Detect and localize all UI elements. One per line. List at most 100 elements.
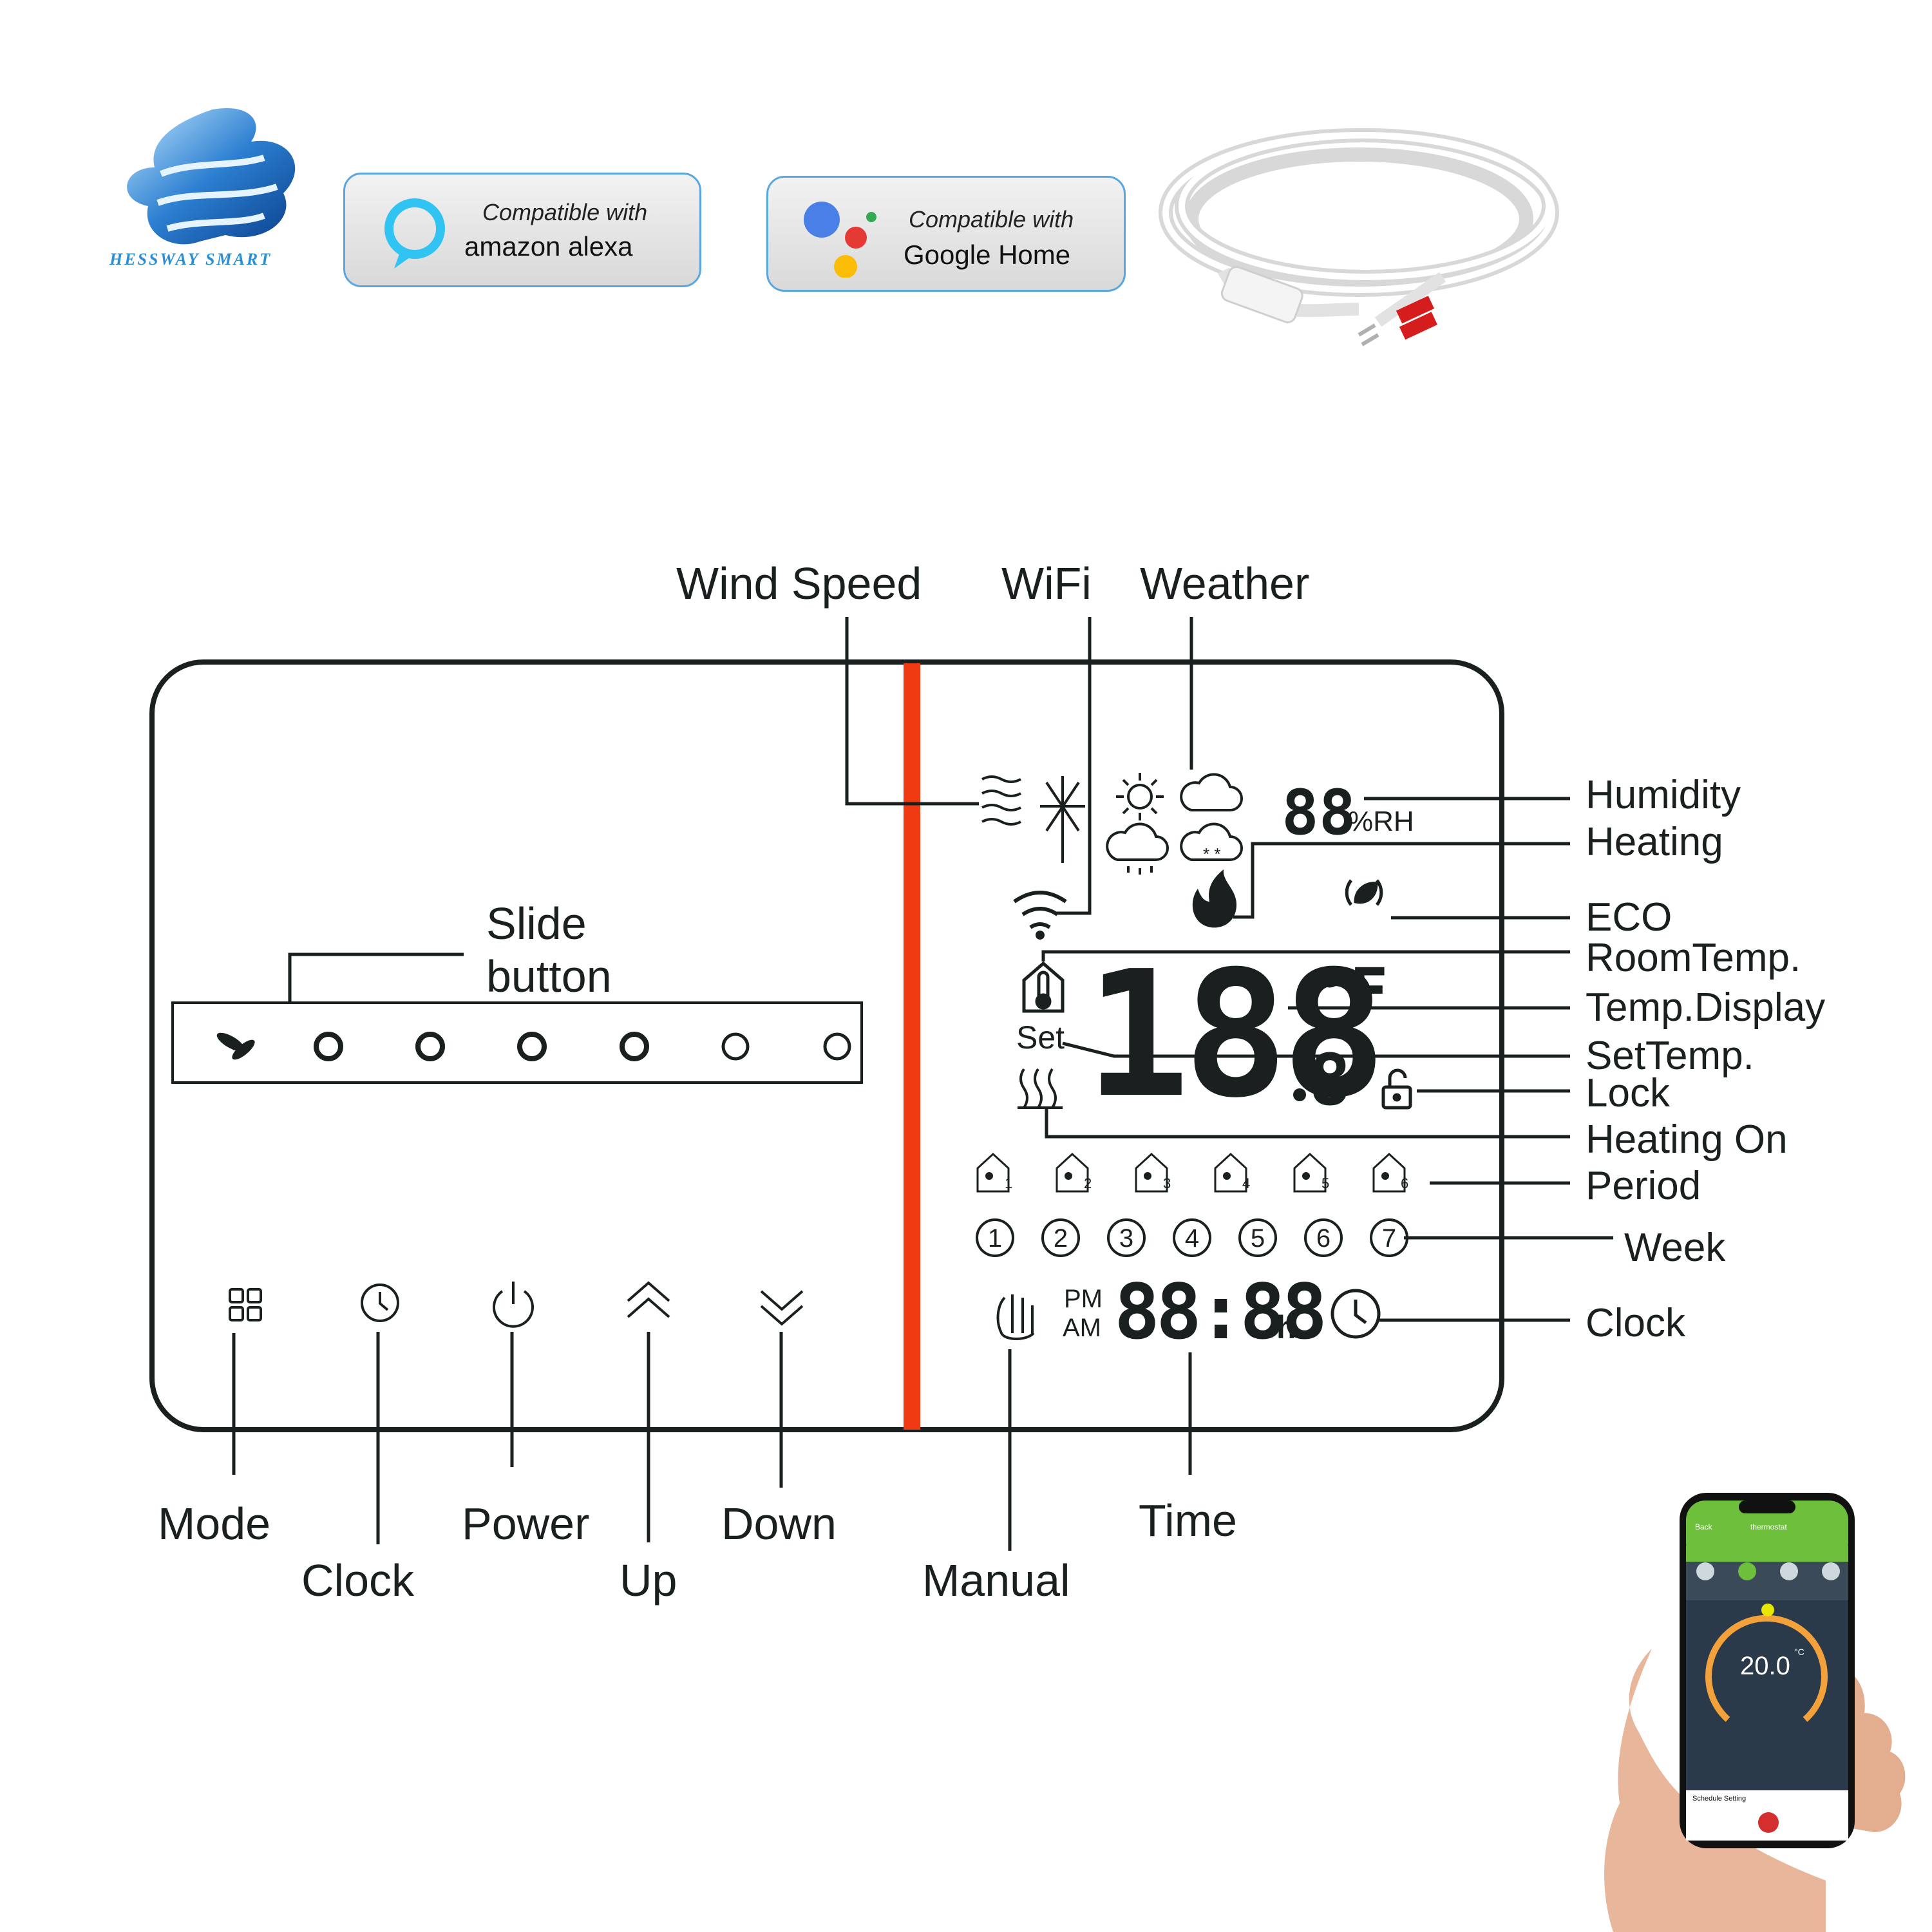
- label-wifi: WiFi: [1001, 558, 1092, 609]
- slide-dot[interactable]: [721, 1032, 750, 1061]
- alexa-ring-icon: [384, 198, 445, 269]
- app-power-button[interactable]: [1758, 1812, 1779, 1833]
- period-icon-4: 4: [1214, 1152, 1250, 1193]
- label-slide-line1: Slide: [486, 898, 587, 949]
- room-temp-icon: [1022, 961, 1065, 1013]
- period-number: 6: [1401, 1175, 1408, 1191]
- google-badge: Compatible with Google Home: [766, 176, 1126, 292]
- week-day-label: 4: [1185, 1224, 1199, 1253]
- week-day-5: 5: [1238, 1218, 1277, 1257]
- app-unit: °C: [1794, 1647, 1804, 1657]
- leader-wind-speed: [845, 617, 979, 806]
- period-row: 1 2 3 4 5 6: [976, 1152, 1408, 1193]
- leader-heating: [1233, 842, 1570, 919]
- label-clock-right: Clock: [1586, 1301, 1686, 1345]
- am-text: AM: [1063, 1314, 1101, 1342]
- clock-lcd-icon: [1331, 1289, 1381, 1339]
- period-number: 3: [1163, 1175, 1171, 1191]
- leader-set-temp: [1062, 1041, 1570, 1058]
- period-icon-2: 2: [1056, 1152, 1092, 1193]
- slide-dots: [314, 1032, 851, 1061]
- period-icon-6: 6: [1372, 1152, 1408, 1193]
- week-day-7: 7: [1370, 1218, 1408, 1257]
- leader-room-temp: [1041, 950, 1570, 961]
- alexa-compatible-text: Compatible with: [482, 199, 648, 225]
- slide-dot[interactable]: [823, 1032, 851, 1061]
- label-down: Down: [721, 1499, 837, 1549]
- pm-text: PM: [1064, 1285, 1103, 1313]
- week-row: 1 2 3 4 5 6 7: [976, 1218, 1408, 1257]
- wind-speed-icon: [981, 775, 1085, 863]
- alexa-badge: Compatible with amazon alexa: [343, 173, 701, 287]
- week-day-label: 7: [1382, 1224, 1396, 1253]
- app-title: thermostat: [1750, 1522, 1787, 1531]
- sun-icon: [1116, 773, 1164, 820]
- week-day-1: 1: [976, 1218, 1014, 1257]
- label-manual: Manual: [922, 1555, 1070, 1605]
- humidity-digits: 88: [1282, 777, 1356, 849]
- label-humidity: Humidity: [1586, 773, 1741, 817]
- app-temperature: 20.0: [1740, 1652, 1790, 1680]
- time-digits: 88:88: [1114, 1267, 1323, 1356]
- alexa-name-text: amazon alexa: [464, 231, 633, 261]
- period-icon-1: 1: [976, 1152, 1012, 1193]
- hand: [1604, 1649, 1826, 1932]
- temp-dial: [1705, 1615, 1828, 1722]
- week-day-3: 3: [1107, 1218, 1146, 1257]
- decimal-point: [1293, 1088, 1306, 1101]
- label-temp-display: Temp.Display: [1586, 985, 1825, 1030]
- slide-dot[interactable]: [517, 1032, 547, 1061]
- label-set-temp: SetTemp.: [1586, 1034, 1754, 1078]
- app-schedule[interactable]: Schedule Setting: [1692, 1795, 1746, 1803]
- period-icon-5: 5: [1293, 1152, 1329, 1193]
- mode-icon[interactable]: [229, 1288, 262, 1321]
- week-day-label: 3: [1119, 1224, 1133, 1253]
- week-day-label: 2: [1054, 1224, 1068, 1253]
- leader-heating-on: [1045, 1109, 1570, 1139]
- snow-icon: * *: [1180, 822, 1243, 864]
- label-week: Week: [1624, 1226, 1726, 1270]
- label-heating: Heating: [1586, 820, 1723, 864]
- hessway-logo-icon: [127, 108, 296, 245]
- label-heating-on: Heating On: [1586, 1117, 1788, 1162]
- week-day-label: 1: [988, 1224, 1002, 1253]
- temp-decimal: 8: [1309, 1039, 1351, 1121]
- sensor-cable-icon: [1159, 128, 1559, 346]
- lock-icon: [1381, 1068, 1412, 1110]
- week-day-2: 2: [1041, 1218, 1080, 1257]
- set-text: Set: [1016, 1019, 1065, 1056]
- leader-slide: [288, 952, 464, 1003]
- slide-bar[interactable]: [171, 1001, 863, 1084]
- wifi-icon: [1013, 891, 1067, 940]
- manual-hand-icon: [996, 1294, 1035, 1340]
- slide-dot[interactable]: [415, 1032, 445, 1061]
- rain-icon: [1106, 822, 1169, 875]
- period-number: 5: [1321, 1175, 1329, 1191]
- period-number: 4: [1242, 1175, 1250, 1191]
- power-icon[interactable]: [493, 1282, 534, 1328]
- label-time: Time: [1139, 1495, 1237, 1546]
- label-lock: Lock: [1586, 1071, 1671, 1115]
- label-clock-bottom: Clock: [301, 1555, 415, 1605]
- google-name-text: Google Home: [904, 240, 1071, 270]
- slide-dot[interactable]: [314, 1032, 343, 1061]
- svg-text:* *: * *: [1203, 844, 1220, 864]
- period-number: 2: [1084, 1175, 1092, 1191]
- cloudy-icon: [1180, 773, 1243, 811]
- temp-unit: °F: [1311, 954, 1388, 1030]
- week-day-label: 5: [1251, 1224, 1265, 1253]
- flame-icon: [1192, 869, 1236, 928]
- week-day-6: 6: [1304, 1218, 1343, 1257]
- label-mode: Mode: [158, 1499, 270, 1549]
- device-panel: [149, 659, 1504, 1432]
- up-icon[interactable]: [627, 1281, 670, 1318]
- app-back[interactable]: Back: [1695, 1522, 1713, 1531]
- label-period: Period: [1586, 1164, 1701, 1208]
- label-slide-line2: button: [486, 951, 612, 1001]
- week-day-4: 4: [1173, 1218, 1211, 1257]
- clock-button-icon[interactable]: [361, 1283, 399, 1322]
- slide-dot[interactable]: [620, 1032, 649, 1061]
- down-icon[interactable]: [760, 1290, 804, 1326]
- eco-leaf-icon: [1345, 879, 1383, 906]
